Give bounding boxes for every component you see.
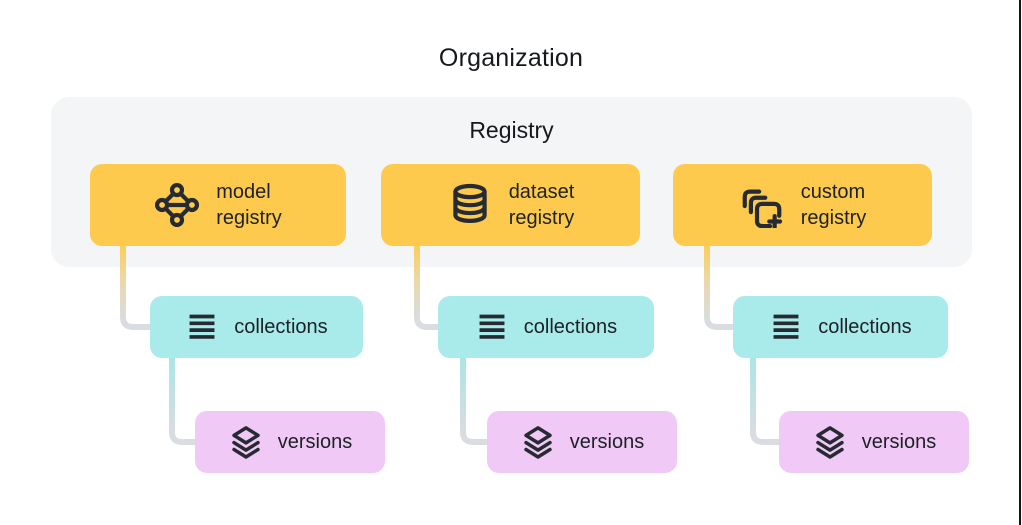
custom-versions-node: versions (779, 411, 969, 473)
connector-model-collections (120, 243, 152, 330)
connector-dataset-versions (460, 356, 489, 445)
dataset-versions-node: versions (487, 411, 677, 473)
model-registry-label: model registry (216, 181, 282, 229)
collections-label: collections (234, 316, 328, 338)
versions-icon (232, 426, 260, 459)
connector-custom-collections (704, 243, 735, 330)
dataset-collections-node: collections (438, 296, 654, 358)
window-edge-divider (1019, 0, 1021, 525)
model-registry-icon (155, 182, 200, 228)
dataset-registry-label: dataset registry (508, 181, 575, 229)
custom-registry-icon (742, 189, 782, 228)
connector-dataset-collections (414, 243, 440, 330)
dataset-registry-icon (453, 183, 487, 223)
connector-model-versions (169, 356, 197, 445)
model-versions-node: versions (195, 411, 385, 473)
custom-collections-node: collections (733, 296, 948, 358)
dataset-registry-node: dataset registry (381, 164, 640, 246)
connector-custom-versions (750, 356, 781, 445)
model-registry-node: model registry (90, 164, 346, 246)
versions-icon (524, 426, 552, 459)
versions-label: versions (569, 431, 645, 453)
collections-icon (773, 314, 799, 339)
collections-icon (479, 314, 505, 339)
model-collections-node: collections (150, 296, 363, 358)
versions-label: versions (277, 431, 353, 453)
versions-icon (816, 426, 844, 459)
registry-panel-title: Registry (469, 117, 554, 143)
collections-icon (189, 314, 215, 339)
custom-registry-node: custom registry (673, 164, 932, 246)
page-title: Organization (438, 44, 584, 72)
collections-label: collections (523, 316, 618, 338)
versions-label: versions (861, 431, 937, 453)
collections-label: collections (818, 316, 912, 338)
custom-registry-label: custom registry (800, 181, 867, 229)
